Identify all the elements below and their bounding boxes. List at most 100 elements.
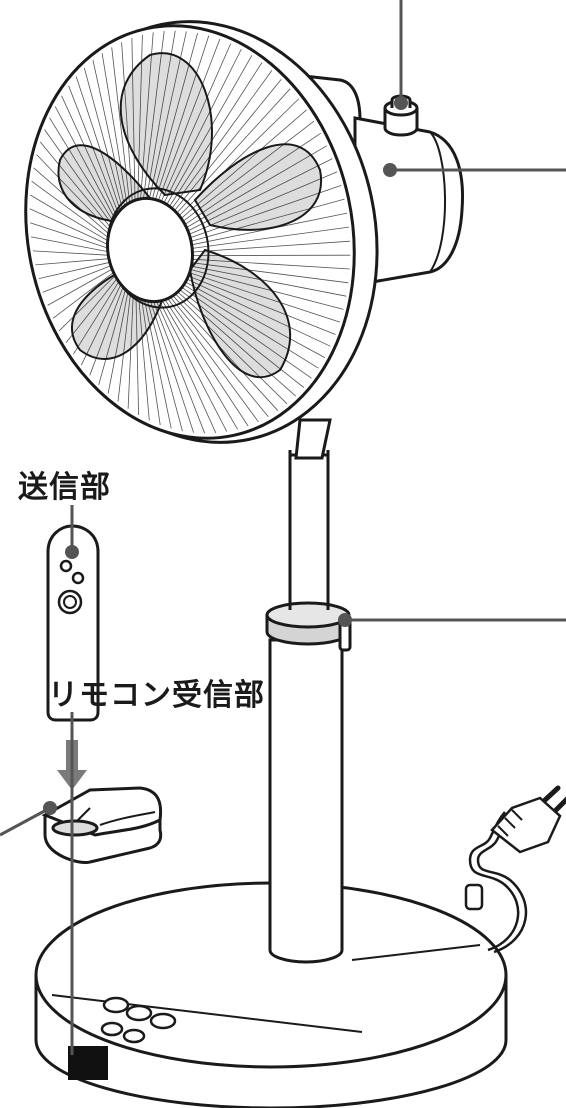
guard-wire: [190, 269, 344, 310]
fan-hub: [106, 187, 210, 309]
guard-wire: [156, 301, 217, 434]
guard-wire: [192, 240, 350, 253]
guard-wire: [192, 258, 350, 270]
guard-wires: [29, 30, 351, 434]
guard-wire: [92, 60, 125, 207]
transmitter-label: 送信部: [18, 470, 111, 505]
guard-wire: [107, 291, 129, 394]
button-2: [125, 1004, 153, 1022]
guard-wire: [39, 141, 111, 228]
guard-wire: [186, 278, 331, 347]
dot-knob: [394, 96, 408, 110]
button-1: [102, 996, 130, 1014]
guard-wire: [152, 32, 198, 200]
leader-dots: [43, 96, 408, 815]
guard-wire: [182, 120, 315, 222]
upper-pole: [288, 418, 332, 610]
guard-wire: [159, 300, 228, 432]
guard-wire: [171, 70, 273, 209]
guard-wire: [61, 95, 117, 216]
guard-wire: [47, 268, 113, 306]
guard-wire: [143, 31, 165, 199]
button-3: [149, 1012, 177, 1030]
remote-holder: [41, 786, 163, 865]
guard-wire: [178, 98, 299, 216]
guard-wire: [80, 284, 122, 366]
guard-wire: [117, 293, 131, 402]
remote-control: [46, 524, 100, 722]
guard-wire: [36, 154, 110, 231]
guard-wire: [135, 297, 139, 416]
guard-wire: [180, 109, 307, 219]
guard-wire: [175, 293, 288, 405]
guard-wire: [183, 284, 319, 369]
guard-wire: [137, 34, 143, 200]
guard-wire: [44, 129, 112, 225]
guard-wire: [190, 198, 345, 242]
guard-wire: [166, 55, 253, 205]
guard-wire: [157, 38, 221, 201]
control-buttons: [100, 996, 177, 1044]
power-plug: [490, 785, 566, 854]
guard-wire: [146, 30, 176, 199]
guard-wire: [58, 275, 116, 332]
guard-wire: [83, 67, 123, 209]
guard-wire: [68, 85, 119, 213]
guard-wire: [150, 301, 194, 433]
guard-wire: [170, 296, 269, 417]
dot-ring: [338, 613, 352, 627]
guard-wire: [174, 78, 282, 211]
guard-wire: [75, 76, 121, 211]
guard-wire: [127, 295, 134, 409]
guard-wire: [147, 300, 183, 432]
guard-wire: [186, 145, 328, 228]
guard-wire: [172, 295, 279, 411]
guard-wire: [179, 289, 305, 388]
guard-wire: [31, 236, 108, 252]
guard-wire: [188, 275, 336, 335]
guard-wire: [31, 180, 109, 238]
button-5: [122, 1028, 146, 1044]
guard-wire: [121, 42, 133, 202]
guard-wire: [192, 226, 349, 249]
button-4: [100, 1021, 124, 1037]
guard-wire: [89, 286, 124, 376]
guard-wire: [33, 167, 109, 235]
guard-wire: [38, 261, 110, 279]
guard-wire: [176, 88, 291, 214]
guard-wire: [191, 212, 348, 246]
lower-pole: [268, 638, 344, 964]
guard-wire: [191, 262, 349, 284]
guard-wire: [131, 37, 136, 201]
guard-wire: [160, 43, 232, 202]
guard-wire: [189, 272, 340, 323]
guard-wire: [153, 301, 206, 434]
guard-wire: [98, 289, 126, 385]
guard-wire: [184, 132, 322, 225]
guard-wire: [144, 300, 172, 429]
guard-wire: [177, 291, 296, 397]
guard-wire: [167, 298, 259, 423]
guard-wire: [73, 281, 120, 355]
guard-wire: [169, 62, 263, 207]
guard-wire: [29, 222, 108, 249]
guard-wire: [164, 299, 249, 427]
guard-wire: [29, 208, 108, 245]
leader-holder: [0, 806, 51, 837]
guard-wire: [155, 35, 210, 200]
guard-wire: [138, 298, 150, 421]
guard-wire: [52, 272, 114, 319]
guard-wire: [65, 278, 118, 344]
guard-wire: [42, 265, 111, 293]
remote-receiver-sensor: [68, 1046, 108, 1080]
guard-wire: [163, 48, 242, 204]
guard-wire: [111, 47, 130, 203]
dot-holder: [43, 801, 57, 815]
guard-wire: [191, 265, 347, 297]
guard-wire: [32, 250, 109, 256]
guard-wire: [35, 258, 109, 266]
guard-wire: [149, 31, 187, 199]
remote-receiver-label: リモコン受信部: [48, 678, 265, 713]
dot-transmitter: [65, 545, 79, 559]
